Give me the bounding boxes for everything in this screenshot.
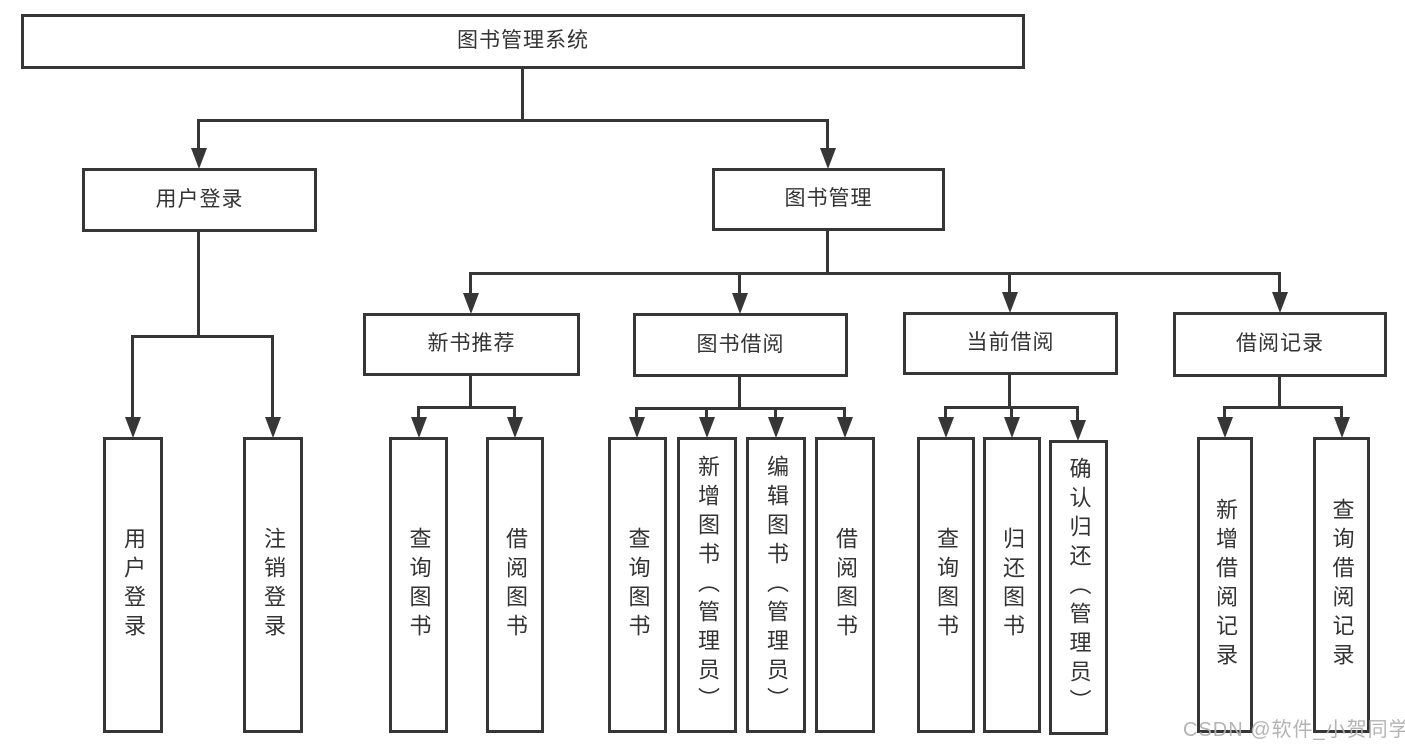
- node-label-book-borrow: 图书借阅: [696, 332, 785, 356]
- node-label-book-mgmt-group: 图书管理: [784, 187, 873, 211]
- connector-root-arrowhead: [191, 148, 207, 169]
- connector-book-borrow-arrowhead: [837, 417, 853, 438]
- connector-book-mgmt-group-drop-line: [469, 272, 472, 296]
- connector-user-login-group-bar: [131, 335, 274, 338]
- node-label-user-login: 用户登录: [121, 527, 146, 643]
- node-edit-book-admin: 编辑图书（管理员）: [746, 437, 806, 733]
- connector-book-borrow-arrowhead: [629, 417, 645, 438]
- node-add-book-admin: 新增图书（管理员）: [677, 437, 737, 733]
- node-borrow-book-rec: 借阅图书: [486, 437, 544, 733]
- connector-root-stem: [521, 69, 524, 122]
- connector-book-mgmt-group-drop-line: [1278, 272, 1281, 295]
- node-label-root: 图书管理系统: [457, 29, 589, 53]
- connector-user-login-group-arrowhead: [265, 417, 281, 438]
- connector-book-mgmt-group-drop-line: [738, 272, 741, 296]
- connector-user-login-group-arrowhead: [125, 417, 141, 438]
- connector-book-mgmt-group-arrowhead: [1002, 292, 1018, 313]
- node-book-mgmt-group: 图书管理: [712, 168, 945, 231]
- connector-root-drop-line: [826, 119, 829, 151]
- connector-borrow-record-stem: [1278, 377, 1281, 409]
- node-add-borrow-record: 新增借阅记录: [1197, 437, 1253, 733]
- connector-book-mgmt-group-arrowhead: [1272, 292, 1288, 313]
- connector-book-borrow-drop-line: [843, 407, 846, 420]
- connector-book-borrow-stem: [738, 377, 741, 410]
- connector-new-book-rec-drop-line: [417, 406, 420, 420]
- connector-book-borrow-arrowhead: [768, 417, 784, 438]
- connector-current-borrow-drop-line: [1076, 406, 1079, 423]
- connector-borrow-record-drop-line: [1340, 406, 1343, 420]
- connector-root-drop-line: [197, 119, 200, 151]
- node-query-borrow-record: 查询借阅记录: [1313, 437, 1370, 733]
- connector-current-borrow-arrowhead: [1004, 417, 1020, 438]
- connector-user-login-group-drop-line: [271, 335, 274, 420]
- connector-book-mgmt-group-arrowhead: [732, 293, 748, 314]
- node-new-book-rec: 新书推荐: [363, 313, 580, 376]
- node-label-logout-login: 注销登录: [261, 527, 286, 643]
- node-label-query-book-current: 查询图书: [934, 527, 959, 643]
- node-root: 图书管理系统: [21, 14, 1025, 69]
- node-label-borrow-book-2: 借阅图书: [833, 527, 858, 643]
- connector-current-borrow-drop-line: [944, 406, 947, 420]
- connector-book-borrow-drop-line: [705, 407, 708, 420]
- connector-current-borrow-arrowhead: [938, 417, 954, 438]
- node-book-borrow: 图书借阅: [633, 313, 848, 377]
- connector-root-bar: [197, 119, 829, 122]
- node-label-add-book-admin: 新增图书（管理员）: [695, 454, 720, 716]
- connector-book-mgmt-group-bar: [469, 272, 1281, 275]
- connector-new-book-rec-arrowhead: [507, 417, 523, 438]
- node-label-current-borrow: 当前借阅: [966, 331, 1055, 355]
- node-label-query-book-rec: 查询图书: [406, 527, 432, 643]
- node-logout-login: 注销登录: [243, 437, 303, 733]
- node-label-confirm-return-admin: 确认归还（管理员）: [1066, 457, 1092, 718]
- node-label-user-login-group: 用户登录: [155, 187, 244, 211]
- node-query-book-current: 查询图书: [917, 437, 975, 733]
- node-label-borrow-record: 借阅记录: [1236, 332, 1324, 356]
- connector-book-borrow-bar: [635, 407, 846, 410]
- connector-user-login-group-stem: [197, 232, 200, 338]
- csdn-watermark: CSDN @软件_小贺同学: [1183, 719, 1405, 741]
- connector-current-borrow-arrowhead: [1070, 420, 1086, 441]
- connector-book-mgmt-group-arrowhead: [463, 293, 479, 314]
- node-confirm-return-admin: 确认归还（管理员）: [1049, 440, 1108, 735]
- node-query-book-borrow: 查询图书: [608, 437, 667, 733]
- connector-borrow-record-bar: [1223, 406, 1343, 409]
- connector-new-book-rec-stem: [469, 376, 472, 409]
- node-borrow-book-2: 借阅图书: [815, 437, 875, 733]
- connector-new-book-rec-bar: [417, 406, 516, 409]
- node-label-edit-book-admin: 编辑图书（管理员）: [764, 454, 789, 716]
- connector-root-arrowhead: [820, 148, 836, 169]
- node-label-query-borrow-record: 查询借阅记录: [1329, 498, 1355, 672]
- connector-current-borrow-stem: [1008, 375, 1011, 409]
- node-user-login: 用户登录: [103, 437, 163, 733]
- connector-new-book-rec-arrowhead: [411, 417, 427, 438]
- node-borrow-record: 借阅记录: [1173, 312, 1387, 377]
- connector-user-login-group-drop-line: [131, 335, 134, 420]
- connector-book-borrow-drop-line: [774, 407, 777, 420]
- node-label-borrow-book-rec: 借阅图书: [503, 527, 528, 643]
- node-label-new-book-rec: 新书推荐: [427, 332, 516, 356]
- node-current-borrow: 当前借阅: [903, 312, 1118, 375]
- connector-current-borrow-drop-line: [1010, 406, 1013, 420]
- node-label-return-book: 归还图书: [1000, 527, 1025, 643]
- node-label-add-borrow-record: 新增借阅记录: [1213, 498, 1238, 672]
- connector-borrow-record-arrowhead: [1334, 417, 1350, 438]
- connector-borrow-record-drop-line: [1223, 406, 1226, 420]
- node-user-login-group: 用户登录: [82, 168, 317, 232]
- connector-book-borrow-drop-line: [635, 407, 638, 420]
- connector-book-mgmt-group-stem: [826, 231, 829, 275]
- connector-book-borrow-arrowhead: [699, 417, 715, 438]
- node-label-query-book-borrow: 查询图书: [625, 527, 651, 643]
- connector-borrow-record-arrowhead: [1217, 417, 1233, 438]
- node-query-book-rec: 查询图书: [389, 437, 448, 733]
- connector-book-mgmt-group-drop-line: [1008, 272, 1011, 295]
- connector-new-book-rec-drop-line: [513, 406, 516, 420]
- node-return-book: 归还图书: [983, 437, 1041, 733]
